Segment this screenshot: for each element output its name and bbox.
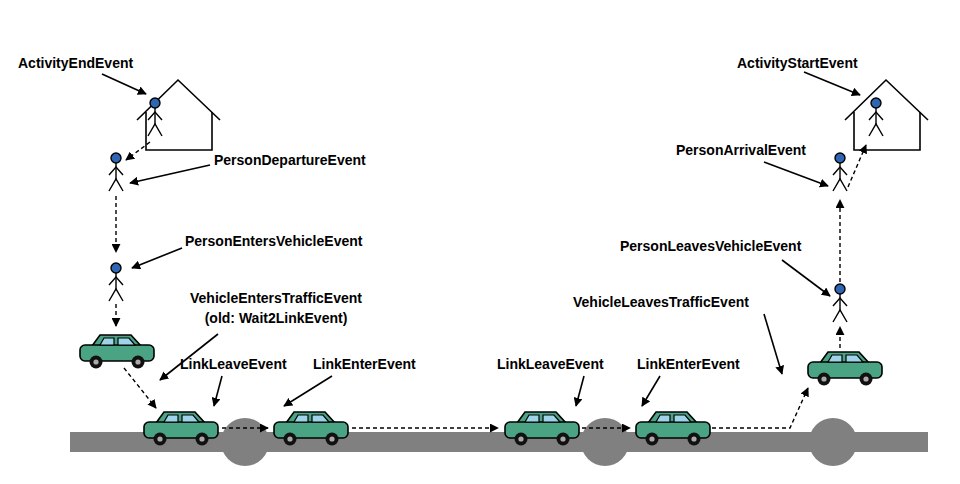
person-figure: [833, 284, 847, 322]
network-node: [581, 418, 629, 466]
person-figure: [109, 153, 123, 191]
event-label: LinkEnterEvent: [637, 354, 740, 374]
car: [80, 335, 154, 369]
event-label: PersonArrivalEvent: [676, 140, 806, 160]
event-label: VehicleEntersTrafficEvent (old: Wait2Lin…: [176, 288, 376, 328]
event-label: ActivityEndEvent: [18, 53, 133, 73]
event-label: ActivityStartEvent: [737, 53, 858, 73]
event-label: PersonLeavesVehicleEvent: [620, 236, 801, 256]
flow-arrows: [116, 142, 866, 428]
person-figure: [109, 263, 123, 301]
event-label: LinkEnterEvent: [313, 354, 416, 374]
event-label: PersonEntersVehicleEvent: [185, 231, 362, 251]
house: [845, 80, 928, 150]
event-label: VehicleLeavesTrafficEvent: [573, 292, 749, 312]
event-label: LinkLeaveEvent: [497, 354, 604, 374]
car: [144, 412, 218, 446]
event-label: PersonDepartureEvent: [214, 150, 366, 170]
car: [808, 352, 882, 386]
car: [636, 412, 710, 446]
event-label: LinkLeaveEvent: [180, 354, 287, 374]
person-figure: [148, 98, 162, 136]
car: [274, 412, 348, 446]
person-figure: [869, 98, 883, 136]
network-node: [809, 418, 857, 466]
car: [505, 412, 579, 446]
network-node: [221, 418, 269, 466]
house: [137, 80, 220, 150]
leader-arrows: [102, 72, 860, 406]
person-figure: [833, 153, 847, 191]
